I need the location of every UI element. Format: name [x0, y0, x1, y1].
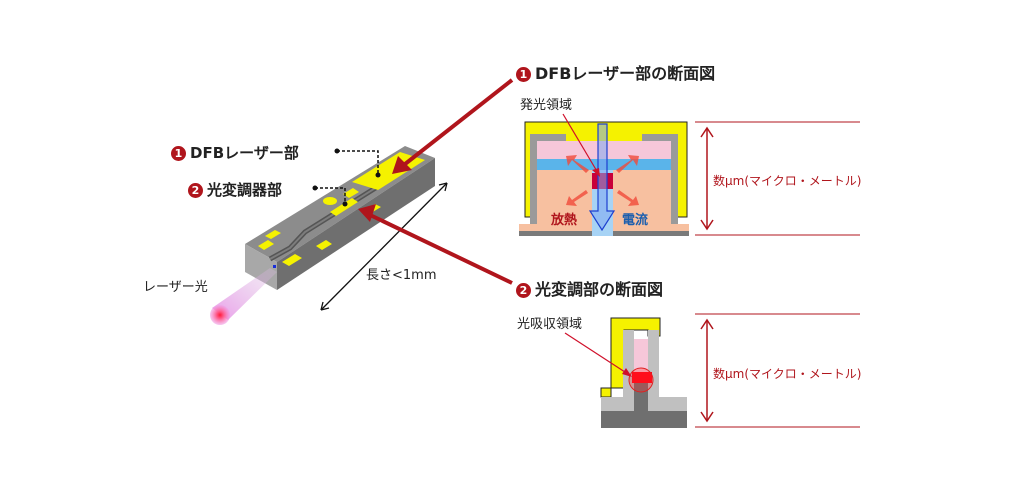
number-badge-2: 2	[188, 183, 203, 198]
pad	[282, 254, 302, 266]
laser-spot	[210, 305, 230, 325]
heat-arrows	[566, 155, 639, 206]
pad	[343, 188, 359, 198]
laser-beam-cone	[212, 268, 277, 320]
mod-leader	[315, 187, 346, 204]
dfb-label-text: DFBレーザー部	[190, 144, 299, 162]
section2-dimension-label: 数μm(マイクロ・メートル)	[713, 367, 862, 381]
modulator-electrode	[330, 198, 358, 216]
modulator-label-text: 光変調器部	[207, 181, 283, 199]
absorption-region-label: 光吸収領域	[517, 317, 583, 332]
pad	[258, 240, 274, 250]
emission-region-label: 発光領域	[520, 98, 573, 113]
pad	[316, 240, 332, 250]
section1-title: 1 DFBレーザー部の断面図	[516, 60, 715, 84]
section1-dimension-label: 数μm(マイクロ・メートル)	[713, 174, 862, 188]
section2-title: 2 光変調部の断面図	[516, 276, 663, 300]
length-arrow	[320, 182, 448, 311]
length-label: 長さ<1mm	[366, 268, 437, 283]
pointer-arrow-mod	[367, 212, 513, 285]
section1-number-badge: 1	[516, 67, 531, 82]
heat-label: 放熱	[551, 213, 578, 228]
absorption-region	[632, 372, 652, 383]
pointer-arrow-dfb	[398, 78, 514, 170]
chip-side-face	[277, 158, 435, 290]
modulator-label: 2 光変調器部	[188, 179, 282, 200]
current-arrow	[588, 123, 616, 232]
section2-number-badge: 2	[516, 283, 531, 298]
current-label: 電流	[622, 213, 649, 228]
dfb-label: 1 DFBレーザー部	[171, 142, 299, 163]
laser-light-label: レーザー光	[143, 280, 208, 295]
dfb-cross-section	[519, 113, 689, 236]
round-pad	[323, 197, 337, 205]
section2-title-text: 光変調部の断面図	[535, 280, 664, 299]
emitter-dot	[273, 265, 276, 268]
number-badge-1: 1	[171, 146, 186, 161]
section1-title-text: DFBレーザー部の断面図	[535, 64, 716, 83]
dfb-leader	[337, 150, 379, 175]
modulator-cross-section	[564, 317, 687, 428]
pad	[265, 230, 281, 239]
